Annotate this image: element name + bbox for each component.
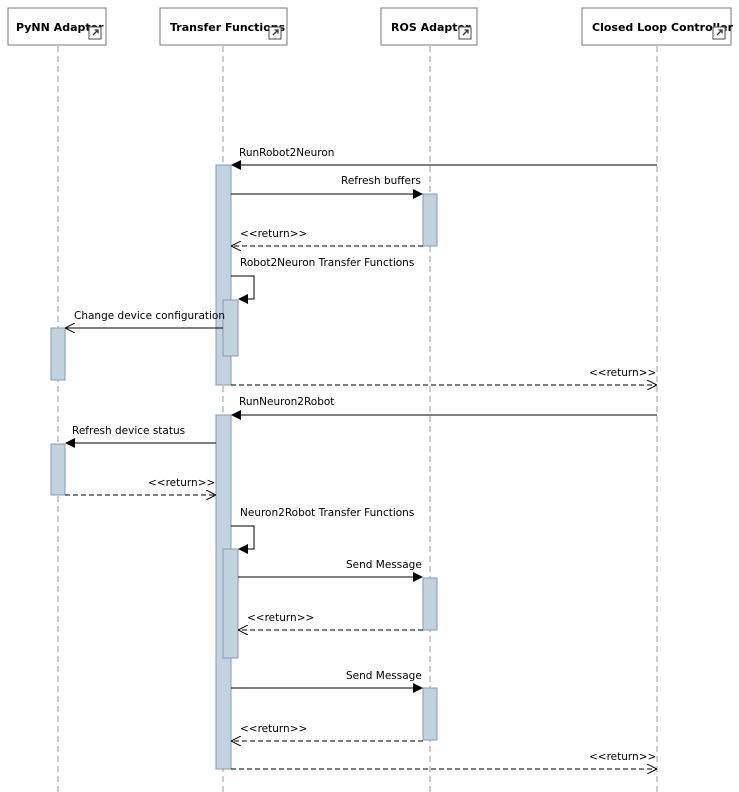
message-label: <<return>> (148, 477, 215, 489)
lifeline-tf-box[interactable] (159, 7, 288, 46)
message-run-robot2neuron: RunRobot2Neuron (231, 147, 657, 170)
message-label: Send Message (346, 670, 422, 682)
message-robot2neuron-tf: Robot2Neuron Transfer Functions (231, 257, 414, 304)
message-run-neuron2robot: RunNeuron2Robot (231, 396, 657, 420)
activation-ros-2 (422, 577, 438, 631)
lifeline-ros-adapter: ROS Adapter (380, 7, 478, 792)
expand-icon[interactable] (88, 26, 102, 40)
message-label: Refresh device status (72, 425, 185, 437)
message-return-ros-1: <<return>> (232, 228, 423, 246)
message-label: RunRobot2Neuron (239, 147, 334, 159)
message-return-ros-3: <<return>> (232, 723, 423, 741)
message-label: Refresh buffers (341, 175, 421, 187)
expand-icon[interactable] (458, 26, 472, 40)
activation-tf-self-2 (222, 548, 239, 659)
activation-ros-3 (422, 687, 438, 741)
activation-tf-self-1 (222, 299, 239, 357)
message-label: Change device configuration (74, 310, 225, 322)
message-label: Send Message (346, 559, 422, 571)
message-label: Robot2Neuron Transfer Functions (240, 257, 414, 269)
message-label: <<return>> (247, 612, 314, 624)
activation-pynn-1 (50, 327, 66, 381)
lifeline-pynn-title: PyNN Adapter (16, 21, 104, 34)
lifeline-closed-loop-controller: Closed Loop Controller (581, 7, 734, 792)
message-change-device-configuration: Change device configuration (66, 310, 225, 328)
message-send-message-2: Send Message (231, 670, 423, 693)
activation-pynn-2 (50, 443, 66, 496)
lifeline-clc-box[interactable] (581, 7, 732, 46)
expand-icon[interactable] (268, 26, 282, 40)
lifeline-tf-title: Transfer Functions (170, 21, 286, 34)
message-return-clc-1: <<return>> (231, 367, 656, 385)
message-refresh-device-status: Refresh device status (65, 425, 216, 448)
message-label: <<return>> (589, 367, 656, 379)
message-arrow (231, 525, 255, 554)
message-label: Neuron2Robot Transfer Functions (240, 507, 414, 519)
message-label: <<return>> (589, 751, 656, 763)
message-arrow (231, 275, 255, 304)
message-refresh-buffers: Refresh buffers (231, 175, 423, 199)
lifeline-ros-title: ROS Adapter (391, 21, 471, 34)
message-return-ros-2: <<return>> (239, 612, 423, 630)
message-label: <<return>> (240, 228, 307, 240)
message-return-pynn: <<return>> (65, 477, 215, 495)
message-label: RunNeuron2Robot (239, 396, 334, 408)
message-label: <<return>> (240, 723, 307, 735)
message-return-clc-2: <<return>> (231, 751, 656, 769)
message-neuron2robot-tf: Neuron2Robot Transfer Functions (231, 507, 414, 554)
activation-ros-1 (422, 193, 438, 247)
expand-icon[interactable] (712, 26, 726, 40)
message-send-message-1: Send Message (238, 559, 423, 582)
lifeline-clc-title: Closed Loop Controller (592, 21, 734, 34)
lifeline-pynn-adapter: PyNN Adapter (7, 7, 107, 792)
